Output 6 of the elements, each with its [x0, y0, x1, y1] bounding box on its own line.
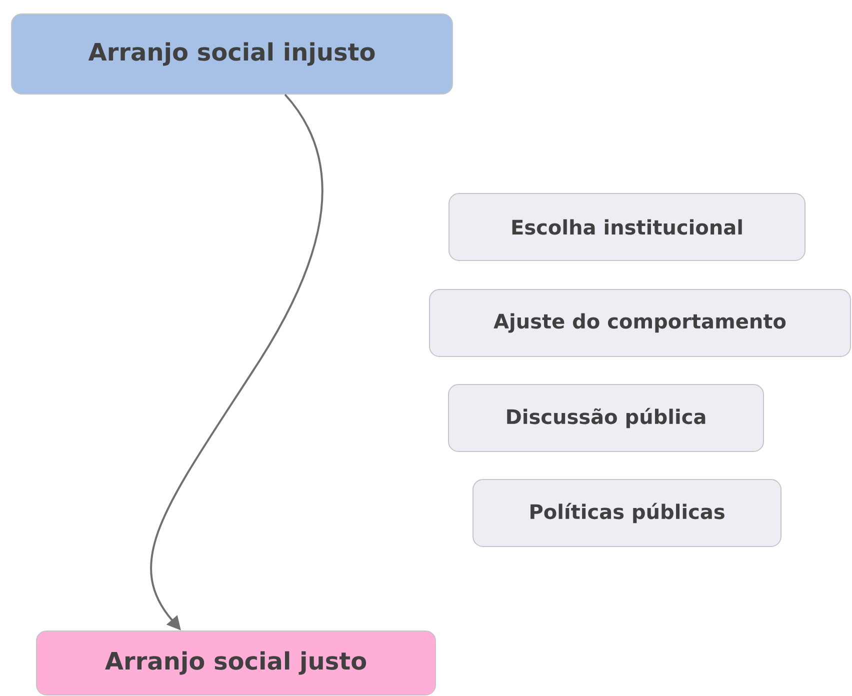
topic-box: Arranjo social injusto — [11, 14, 453, 94]
subtopic-box: Políticas públicas — [472, 479, 782, 547]
subtopic-box: Escolha institucional — [448, 193, 806, 261]
subtopic-box: Discussão pública — [448, 384, 764, 452]
subtopic-box: Ajuste do comportamento — [429, 289, 851, 357]
topic-box: Arranjo social justo — [36, 630, 436, 696]
